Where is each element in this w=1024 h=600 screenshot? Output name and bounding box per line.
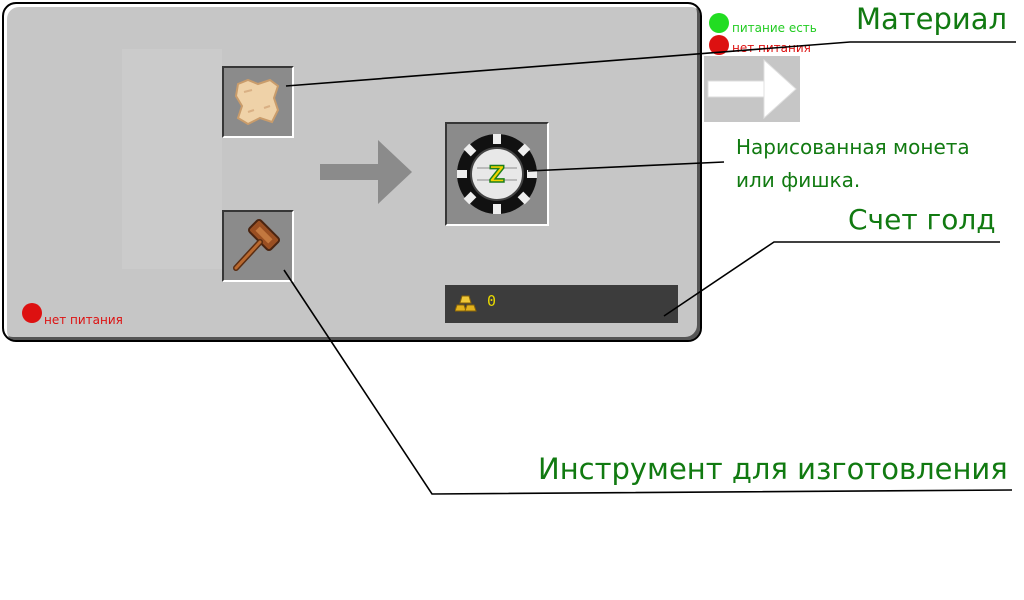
material-callout: Материал — [856, 2, 1008, 36]
svg-text:Z: Z — [489, 163, 505, 188]
progress-arrow-icon — [320, 140, 412, 204]
gold-ingots-icon — [455, 295, 477, 312]
power-off-indicator — [709, 35, 729, 55]
output-slot[interactable]: Z — [445, 122, 549, 226]
power-off-indicator-bottom — [22, 303, 42, 323]
gold-count-value: 0 — [487, 292, 497, 310]
tool-slot[interactable] — [222, 210, 294, 282]
output-arrow-icon — [704, 56, 800, 122]
power-off-label-bottom: нет питания — [44, 313, 123, 327]
hammer-icon — [233, 218, 281, 271]
gold-counter: 0 — [445, 285, 678, 323]
poker-chip-icon: Z — [457, 134, 537, 214]
coin-callout-line2: или фишка. — [736, 168, 861, 192]
power-on-indicator — [709, 13, 729, 33]
material-slot[interactable] — [222, 66, 294, 138]
gold-callout-line — [663, 241, 1000, 317]
power-off-label: нет питания — [732, 41, 811, 55]
power-on-label: питание есть — [732, 21, 817, 35]
background-area — [122, 49, 222, 269]
tool-callout: Инструмент для изготовления — [538, 452, 1008, 486]
machine-panel: Z 0 нет питания — [2, 2, 702, 342]
parchment-icon — [234, 78, 280, 126]
coin-callout-line1: Нарисованная монета — [736, 135, 970, 159]
gold-count-callout: Счет голд — [848, 203, 996, 236]
